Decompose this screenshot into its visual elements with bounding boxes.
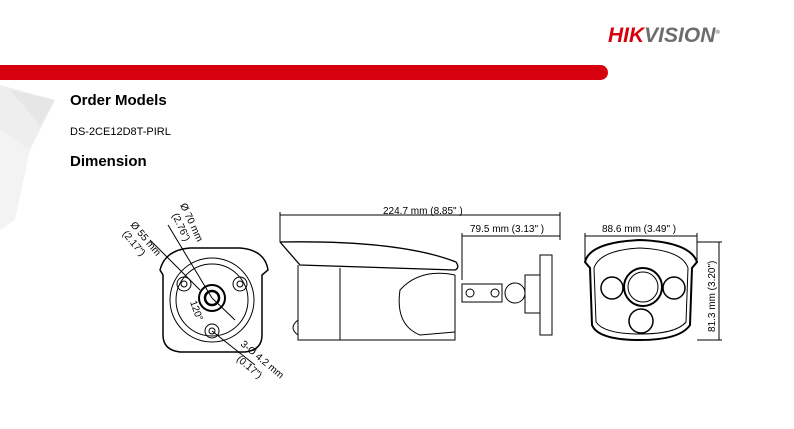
header-red-bar [0, 65, 608, 80]
hikvision-logo: HIKVISION® [608, 24, 720, 47]
rear-view-labels: 88.6 mm (3.49" ) 81.3 mm (3.20") [602, 224, 718, 332]
model-number: DS-2CE12D8T-PIRL [70, 126, 171, 138]
dim-angle: 120° [187, 299, 204, 322]
dim-length: 224.7 mm (8.85" ) [383, 206, 463, 217]
rear-view-drawing [583, 233, 722, 342]
side-view-labels: 224.7 mm (8.85" ) 79.5 mm (3.13" ) [383, 206, 544, 235]
front-view-labels: Ø 70 mm (2.76") Ø 55 mm (2.17") 120° 3-Ø… [120, 202, 286, 382]
dim-bracket: 79.5 mm (3.13" ) [470, 224, 544, 235]
side-view-drawing [279, 212, 561, 341]
order-models-heading: Order Models [70, 92, 167, 109]
dimension-heading: Dimension [70, 153, 147, 170]
front-view-drawing [149, 224, 269, 366]
dim-width: 88.6 mm (3.49" ) [602, 224, 676, 235]
dim-height: 81.3 mm (3.20") [707, 261, 718, 332]
